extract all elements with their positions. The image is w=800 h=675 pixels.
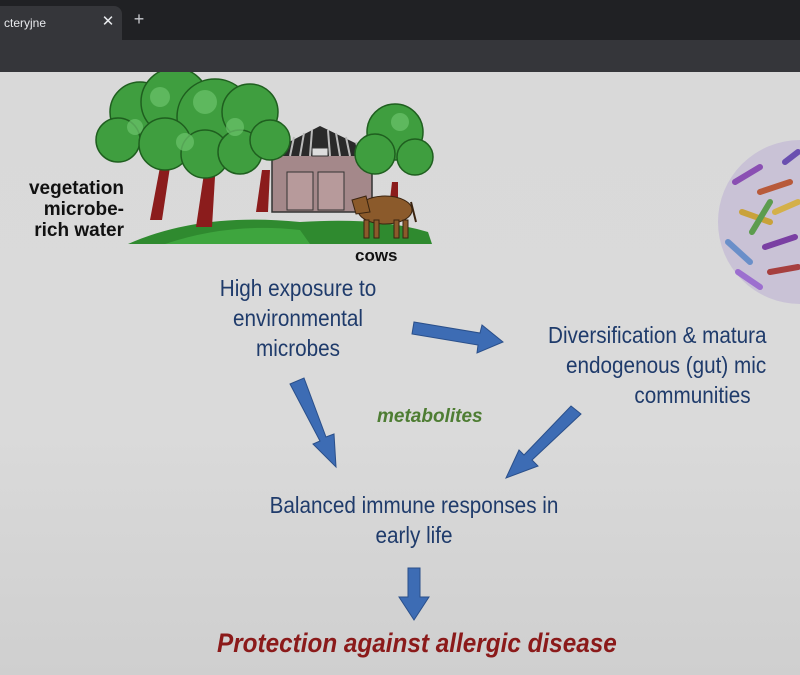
new-tab-button[interactable]: +: [133, 9, 145, 29]
diversification-line: endogenous (gut) mic: [566, 352, 767, 378]
farm-illustration: [95, 72, 800, 621]
arrow-exposure-to-balanced: [289, 377, 337, 469]
vegetation-label-line: rich water: [34, 220, 124, 241]
diversification-line: communities: [634, 382, 751, 408]
house-door-left: [286, 171, 314, 211]
browser-tab-strip: cteryjne ✕ +: [0, 0, 800, 40]
diversification-text: Diversification & matura endogenous (gut…: [548, 320, 800, 410]
cows-label: cows: [355, 246, 398, 265]
arrow-diversification-to-balanced: [505, 405, 582, 479]
cow-drawing: [351, 195, 417, 239]
vegetation-label-line: microbe-: [43, 199, 124, 220]
house-window: [311, 147, 329, 157]
diversification-line: Diversification & matura: [548, 322, 767, 348]
balanced-line: early life: [375, 522, 453, 548]
exposure-text: High exposure to environmental microbes: [197, 273, 399, 363]
balanced-immune-text: Balanced immune responses in early life: [248, 490, 579, 550]
metabolites-label: metabolites: [377, 406, 483, 427]
tab-title: cteryjne: [4, 16, 47, 30]
tree-canopies: [95, 72, 434, 179]
vegetation-label-line: vegetation: [28, 178, 124, 199]
exposure-line: High exposure to: [219, 275, 377, 301]
microbe-circle-image: [718, 140, 800, 304]
browser-tab[interactable]: cteryjne ✕: [0, 6, 122, 40]
exposure-line: microbes: [256, 335, 340, 361]
presentation-slide: vegetation microbe- rich water cows High…: [0, 72, 800, 675]
tab-close-icon[interactable]: ✕: [101, 13, 115, 30]
canopy-highlights: [127, 87, 409, 151]
vegetation-label: vegetation microbe- rich water: [14, 178, 124, 241]
grass-shade: [165, 227, 310, 244]
browser-toolbar: [0, 40, 800, 72]
protection-text: Protection against allergic disease: [217, 628, 617, 658]
exposure-line: environmental: [232, 305, 364, 331]
arrow-balanced-to-protection: [398, 567, 430, 621]
balanced-line: Balanced immune responses in: [269, 492, 559, 518]
arrow-exposure-to-diversification: [411, 321, 504, 354]
house-door-right: [317, 171, 345, 211]
